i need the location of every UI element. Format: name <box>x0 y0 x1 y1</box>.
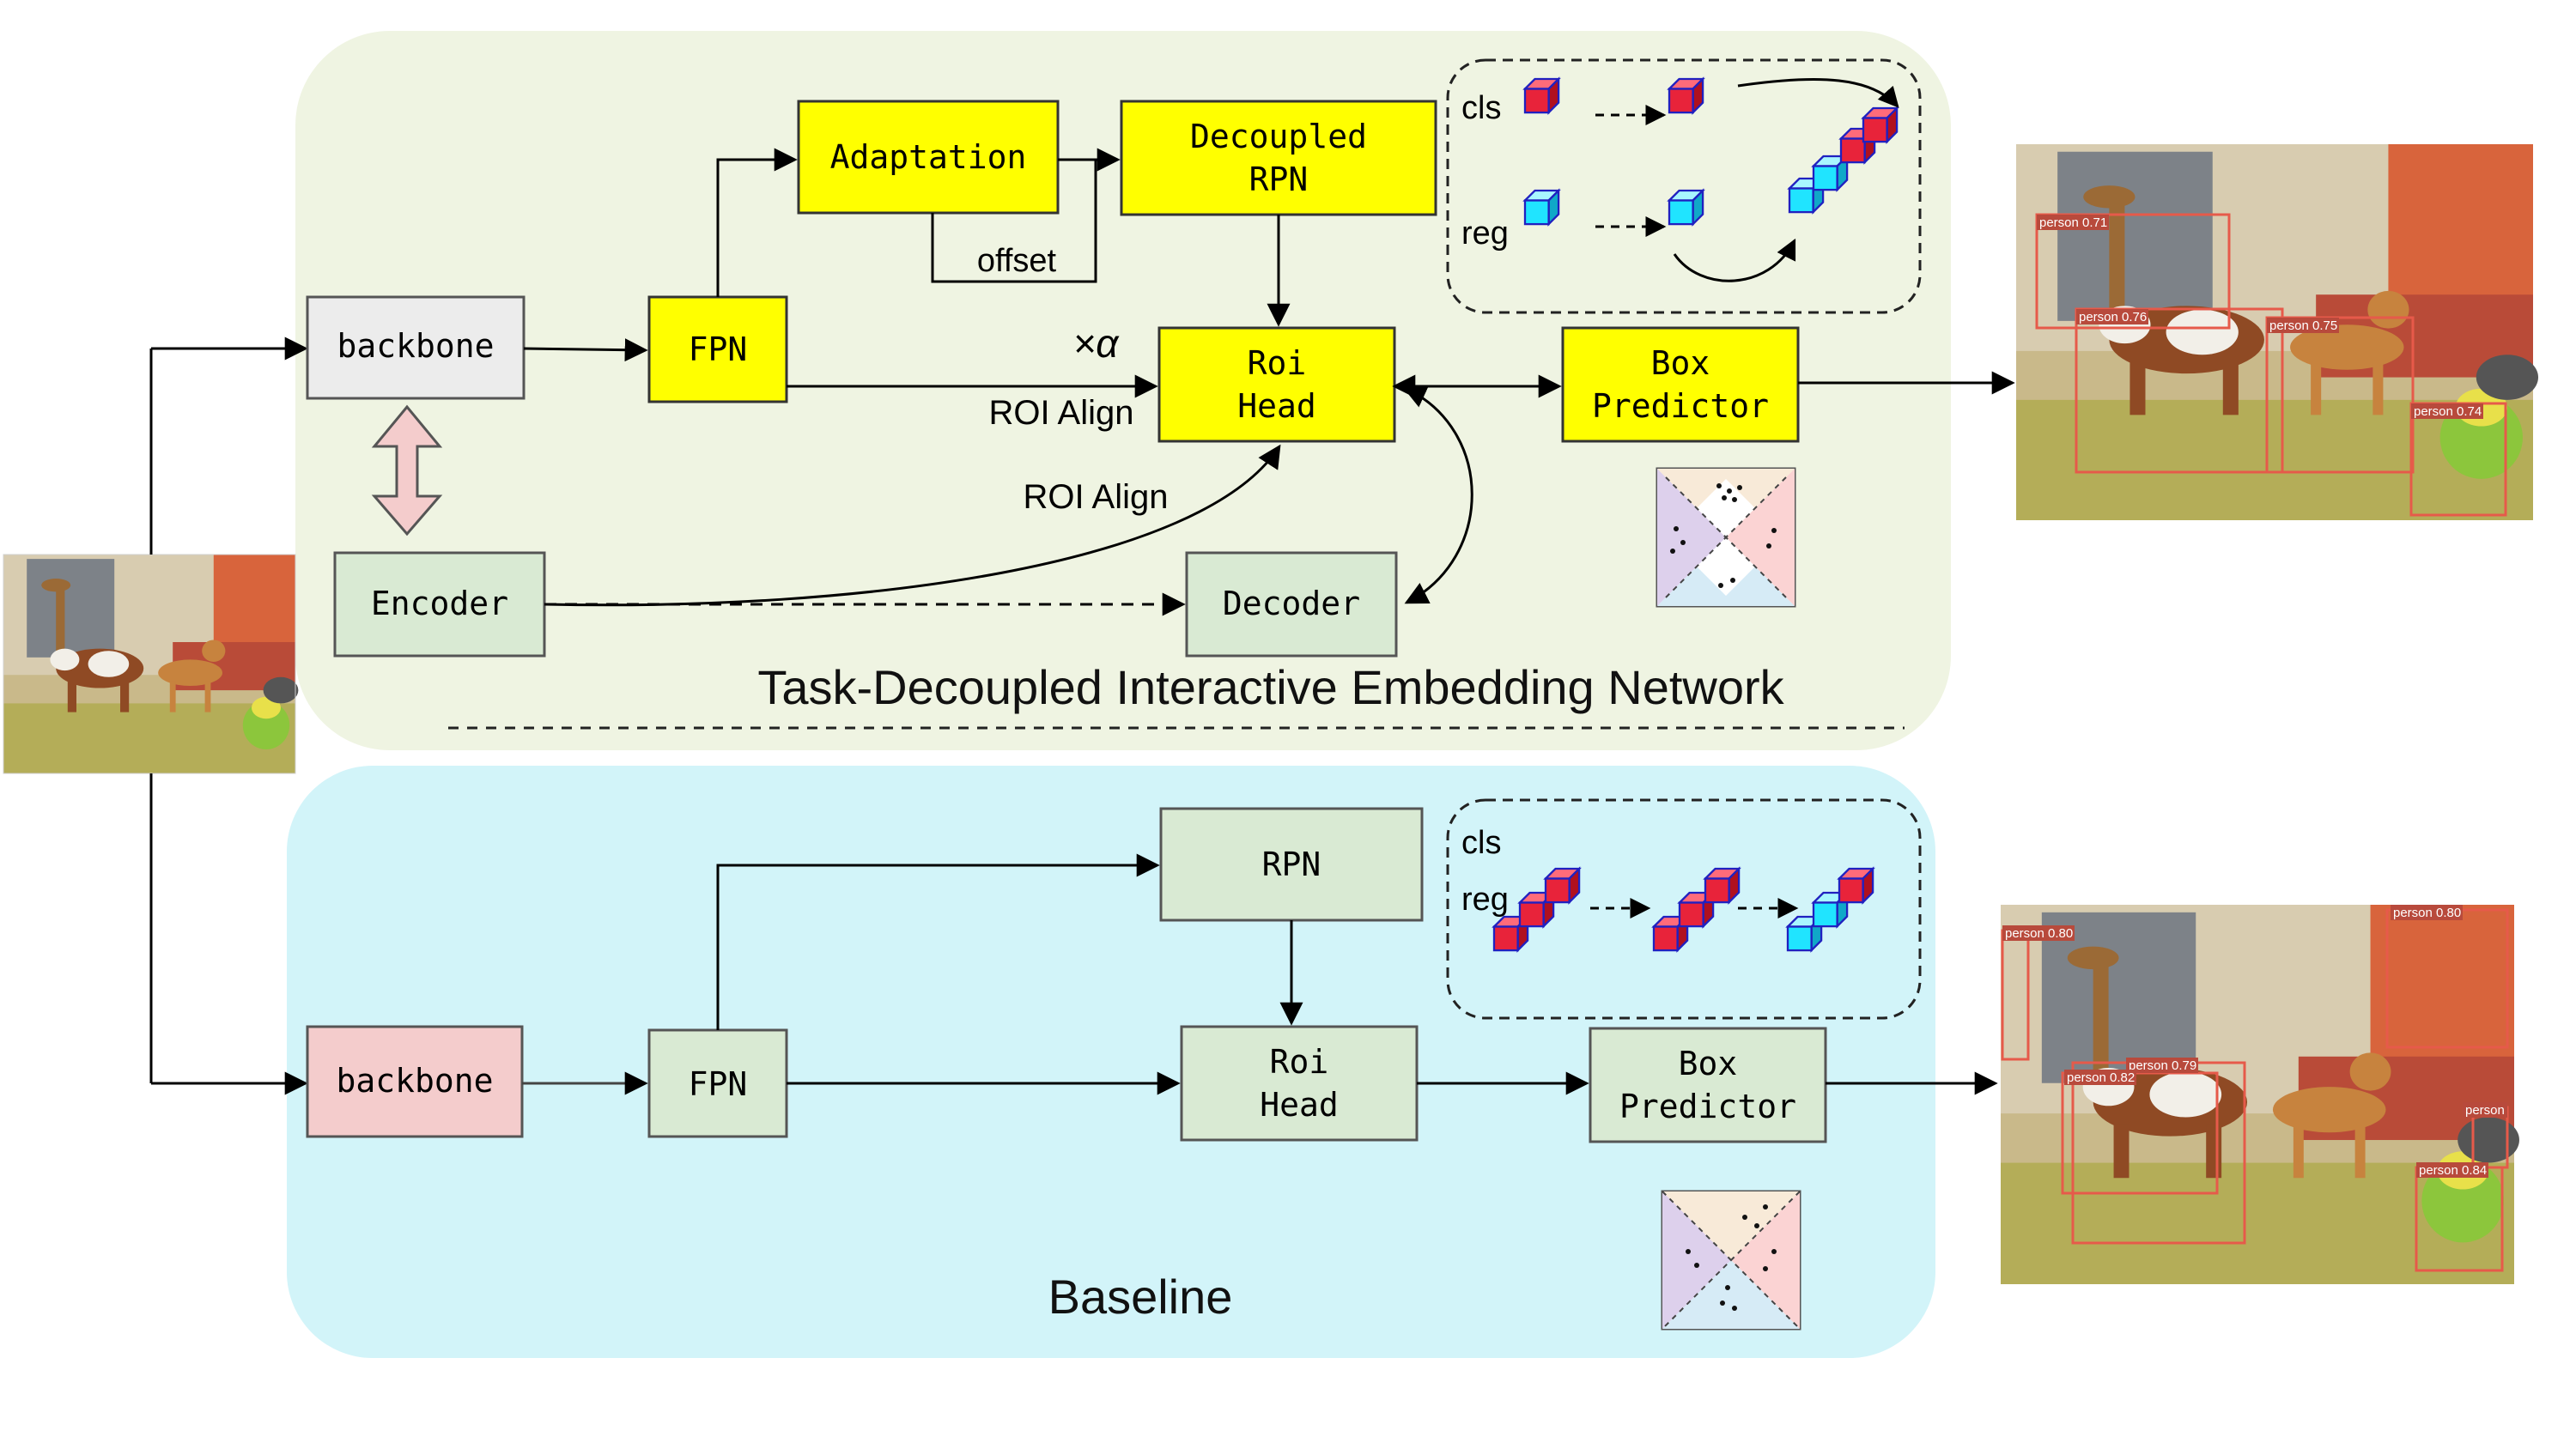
top-decoupled-heads-inset <box>1446 58 1922 314</box>
decoupled-rpn-label-1: Decoupled <box>1190 118 1367 155</box>
decoder-box <box>1185 551 1398 658</box>
decoupled-rpn-label-2: RPN <box>1249 161 1309 198</box>
bottom-box-predictor-box <box>1589 1027 1827 1143</box>
top-detection-label: person 0.75 <box>2269 318 2337 333</box>
adaptation-box <box>797 100 1060 215</box>
top-roi-head-label-1: Roi <box>1248 344 1307 382</box>
backbone-encoder-double-arrow <box>371 404 443 537</box>
bottom-detection-label: person 0.82 <box>2067 1070 2135 1085</box>
top-merged-cls-block-2 <box>1862 106 1899 143</box>
bottom-coupled-heads-inset <box>1446 798 1922 1020</box>
top-detection-label: person 0.71 <box>2039 215 2107 230</box>
bottom-fpn-label: FPN <box>689 1065 748 1103</box>
top-detection-label: person 0.76 <box>2079 310 2147 324</box>
top-fpn-label: FPN <box>689 330 748 368</box>
bottom-panel-title: Baseline <box>1048 1270 1233 1324</box>
top-detection-box <box>2035 213 2231 330</box>
top-cls-block-1 <box>1523 77 1560 114</box>
adaptation-label: Adaptation <box>830 138 1027 176</box>
top-box-predictor-box <box>1561 326 1800 443</box>
decoder-label: Decoder <box>1223 585 1360 622</box>
top-box-predictor-label-2: Predictor <box>1592 387 1769 425</box>
offset-label: offset <box>977 243 1057 279</box>
top-decoupled-boundary-icon <box>1656 467 1796 608</box>
bottom-fpn-box <box>647 1028 788 1138</box>
bottom-rpn-box <box>1159 807 1424 922</box>
bottom-detection-label: person 0.79 <box>2129 1058 2196 1073</box>
encoder-label: Encoder <box>371 585 508 622</box>
bottom-backbone-box <box>306 1025 524 1138</box>
top-detection-label: person 0.74 <box>2414 404 2482 419</box>
bottom-detection-label: person <box>2465 1103 2505 1118</box>
top-panel-title: Task-Decoupled Interactive Embedding Net… <box>757 660 1784 714</box>
top-box-predictor-label-1: Box <box>1651 344 1710 382</box>
alpha-label: ×α <box>1072 321 1120 366</box>
top-reg-block-2 <box>1668 189 1704 226</box>
bottom-output-image <box>2001 905 2519 1284</box>
bottom-detection-label: person 0.80 <box>2005 926 2073 941</box>
top-reg-block-1 <box>1523 189 1560 226</box>
bottom-cls-label: cls <box>1461 825 1501 861</box>
top-cls-block-2 <box>1668 77 1704 114</box>
bottom-detection-label: person 0.84 <box>2419 1163 2487 1178</box>
top-backbone-label: backbone <box>337 327 494 365</box>
bottom-roi-head-label-1: Roi <box>1270 1043 1329 1081</box>
top-roi-head-label-2: Head <box>1237 387 1316 425</box>
top-backbone-box <box>306 295 526 400</box>
bottom-box-predictor-label-1: Box <box>1679 1045 1738 1082</box>
bottom-backbone-label: backbone <box>336 1062 493 1100</box>
top-cls-label: cls <box>1461 90 1501 126</box>
top-detections <box>2035 213 2507 517</box>
bottom-detection-label: person 0.80 <box>2393 906 2461 920</box>
input-image <box>3 555 299 773</box>
roi-align-label-2: ROI Align <box>1024 478 1169 516</box>
top-roi-head-box <box>1157 326 1396 443</box>
bottom-reg-label: reg <box>1461 882 1509 918</box>
top-detection-box <box>2075 307 2284 474</box>
top-detection-box <box>2265 316 2415 474</box>
top-reg-label: reg <box>1461 215 1509 252</box>
bottom-roi-head-box <box>1180 1025 1419 1142</box>
decoupled-rpn-box <box>1120 100 1437 216</box>
roi-align-label-1: ROI Align <box>989 394 1134 432</box>
bottom-rpn-label: RPN <box>1262 846 1321 883</box>
bottom-box-predictor-label-2: Predictor <box>1619 1088 1796 1125</box>
bottom-roi-head-label-2: Head <box>1260 1086 1339 1124</box>
bottom-coupled-boundary-icon <box>1661 1190 1801 1331</box>
